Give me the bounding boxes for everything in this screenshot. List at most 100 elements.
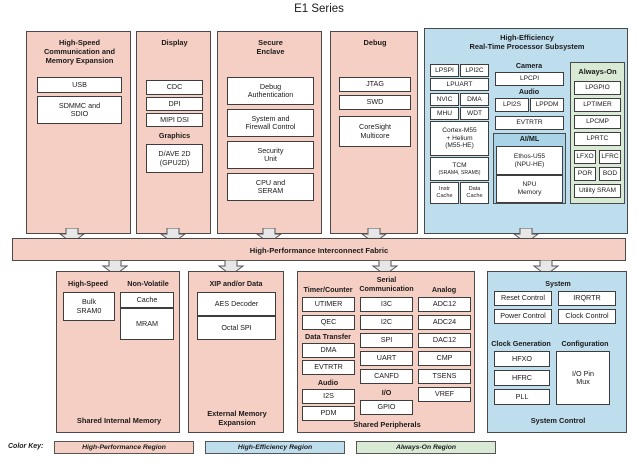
block-dac12[interactable]: DAC12 — [418, 333, 471, 348]
m55-line1: Cortex-M55 — [442, 126, 477, 134]
block-octal-spi[interactable]: Octal SPI — [197, 316, 276, 340]
block-swd[interactable]: SWD — [339, 95, 411, 110]
extmem-footer-line1: External Memory — [207, 409, 267, 418]
block-evtrtr[interactable]: EVTRTR — [302, 360, 355, 375]
panel-shared-peripherals: Timer/Counter UTIMER QEC Data Transfer D… — [297, 271, 475, 433]
block-sdmmc-sdio[interactable]: SDMMC and SDIO — [37, 96, 122, 124]
iopin-line1: I/O Pin — [572, 368, 594, 378]
panel-title-hs-comm: High-Speed Communication and Memory Expa… — [31, 38, 128, 65]
color-key-item-high-performance: High-Performance Region — [54, 441, 194, 454]
sysfw-line1: System and — [251, 113, 290, 123]
block-pdm[interactable]: PDM — [302, 406, 355, 421]
hs-comm-title-line2: Communication and — [43, 46, 116, 56]
block-bulk-sram0[interactable]: Bulk SRAM0 — [63, 292, 115, 321]
color-key: Color Key: High-Performance Region High-… — [8, 441, 638, 457]
panel-footer-system-control: System Control — [530, 416, 586, 425]
block-usb[interactable]: USB — [37, 77, 122, 93]
block-lpi2s[interactable]: LPI2S — [495, 98, 529, 112]
block-tsens[interactable]: TSENS — [418, 369, 471, 384]
panel-footer-shared-internal-memory: Shared Internal Memory — [76, 416, 162, 425]
block-i2s[interactable]: I2S — [302, 389, 355, 404]
group-head-always-on: Always-On — [578, 67, 617, 76]
block-jtag[interactable]: JTAG — [339, 77, 411, 92]
cpuseram-line2: SERAM — [257, 186, 284, 195]
block-i2c[interactable]: I2C — [360, 315, 413, 330]
block-cmp[interactable]: CMP — [418, 351, 471, 366]
group-ai-ml: AI/ML Ethos-U55 (NPU-HE) NPU Memory — [493, 133, 566, 204]
block-irqrtr[interactable]: IRQRTR — [558, 291, 616, 306]
block-bod[interactable]: BOD — [599, 167, 621, 181]
block-lpgpio[interactable]: LPGPIO — [574, 81, 621, 95]
panel-title-display: Display — [161, 38, 188, 47]
block-lpspi[interactable]: LPSPI — [430, 64, 459, 77]
page-title: E1 Series — [294, 3, 344, 15]
block-pll[interactable]: PLL — [494, 389, 550, 405]
block-clock-control[interactable]: Clock Control — [558, 309, 616, 324]
block-lpi2c[interactable]: LPI2C — [460, 64, 489, 77]
block-adc24[interactable]: ADC24 — [418, 315, 471, 330]
block-mram[interactable]: MRAM — [120, 308, 174, 340]
block-security-unit[interactable]: Security Unit — [227, 141, 314, 169]
dcache-line2: Cache — [466, 193, 483, 199]
color-key-item-high-efficiency: High-Efficiency Region — [205, 441, 345, 454]
panel-external-memory-expansion: XIP and/or Data AES Decoder Octal SPI Ex… — [188, 271, 284, 433]
block-utimer[interactable]: UTIMER — [302, 297, 355, 312]
block-cpu-seram[interactable]: CPU and SERAM — [227, 173, 314, 201]
block-lfxo[interactable]: LFXO — [574, 150, 596, 164]
block-ethos-u55[interactable]: Ethos-U55 (NPU-HE) — [496, 146, 563, 175]
block-dma-he[interactable]: DMA — [460, 93, 489, 106]
panel-high-speed-communication: High-Speed Communication and Memory Expa… — [26, 31, 131, 234]
block-gpio[interactable]: GPIO — [360, 400, 413, 415]
block-lptimer[interactable]: LPTIMER — [574, 98, 621, 112]
debug-auth-line1: Debug — [259, 81, 282, 91]
block-i3c[interactable]: I3C — [360, 297, 413, 312]
block-dpi[interactable]: DPI — [146, 97, 203, 111]
block-coresight-multicore[interactable]: CoreSight Multicore — [339, 116, 411, 147]
block-debug-authentication[interactable]: Debug Authentication — [227, 77, 314, 105]
panel-system-control: System Reset Control IRQRTR Power Contro… — [487, 271, 627, 433]
block-cortex-m55-helium[interactable]: Cortex-M55 + Helium (M55-HE) — [430, 121, 489, 156]
block-mipi-dsi[interactable]: MIPI DSI — [146, 113, 203, 127]
block-wdt[interactable]: WDT — [460, 107, 489, 120]
block-spi[interactable]: SPI — [360, 333, 413, 348]
block-dave-2d[interactable]: D/AVE 2D (GPU2D) — [146, 144, 203, 173]
block-cache[interactable]: Cache — [120, 292, 174, 308]
block-tcm[interactable]: TCM (SRAM4, SRAM5) — [430, 157, 489, 181]
block-hfrc[interactable]: HFRC — [494, 370, 550, 386]
block-mhu[interactable]: MHU — [430, 107, 459, 120]
block-canfd[interactable]: CANFD — [360, 369, 413, 384]
block-aes-decoder[interactable]: AES Decoder — [197, 292, 276, 316]
sdmmc-line1: SDMMC and — [58, 100, 101, 110]
block-por[interactable]: POR — [574, 167, 596, 181]
group-head-high-speed-mem: High-Speed — [68, 279, 108, 288]
block-lpuart[interactable]: LPUART — [430, 78, 489, 91]
block-power-control[interactable]: Power Control — [494, 309, 552, 324]
block-evtrtr-he[interactable]: EVTRTR — [495, 116, 564, 130]
block-system-firewall-control[interactable]: System and Firewall Control — [227, 109, 314, 137]
block-lpcpi[interactable]: LPCPI — [495, 72, 564, 86]
block-lpcmp[interactable]: LPCMP — [574, 115, 621, 129]
block-vref[interactable]: VREF — [418, 387, 471, 402]
tcm-line1: TCM — [452, 162, 467, 170]
block-instr-cache[interactable]: Instr Cache — [430, 182, 459, 204]
bulk-line2: SRAM0 — [76, 305, 102, 315]
block-adc12[interactable]: ADC12 — [418, 297, 471, 312]
secure-title-line1: Secure — [258, 38, 283, 47]
block-lppdm[interactable]: LPPDM — [530, 98, 564, 112]
block-io-pin-mux[interactable]: I/O Pin Mux — [556, 351, 610, 405]
serial-head-line1: Serial — [376, 275, 397, 284]
block-reset-control[interactable]: Reset Control — [494, 291, 552, 306]
block-uart[interactable]: UART — [360, 351, 413, 366]
cpuseram-line1: CPU and — [255, 177, 286, 187]
block-npu-memory[interactable]: NPU Memory — [496, 175, 563, 203]
block-data-cache[interactable]: Data Cache — [460, 182, 489, 204]
group-head-ai-ml: AI/ML — [519, 134, 540, 143]
block-qec[interactable]: QEC — [302, 315, 355, 330]
block-nvic[interactable]: NVIC — [430, 93, 459, 106]
block-hfxo[interactable]: HFXO — [494, 351, 550, 367]
block-lprtc[interactable]: LPRTC — [574, 132, 621, 146]
block-lfrc[interactable]: LFRC — [599, 150, 621, 164]
block-cdc[interactable]: CDC — [146, 80, 203, 95]
block-dma[interactable]: DMA — [302, 343, 355, 358]
block-utility-sram[interactable]: Utility SRAM — [574, 184, 621, 198]
